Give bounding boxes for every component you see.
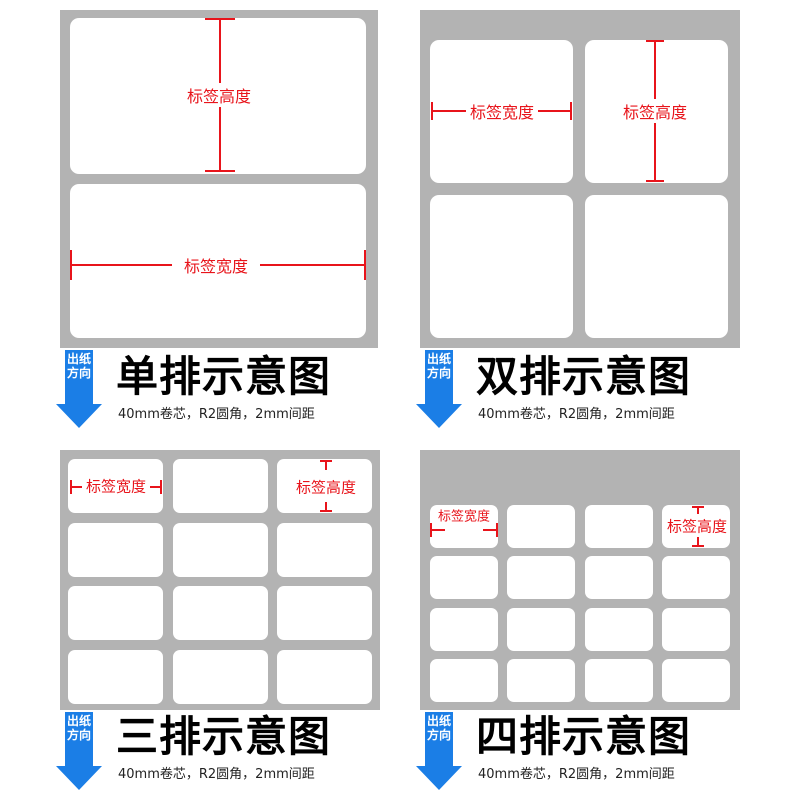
spec-text: 40mm卷芯，R2圆角，2mm间距 bbox=[478, 407, 675, 422]
paper-direction-arrow-icon: 出纸方向 bbox=[56, 712, 102, 792]
arrow-text: 出纸方向 bbox=[66, 714, 91, 742]
label bbox=[662, 556, 730, 599]
height-label: 标签高度 bbox=[295, 478, 357, 497]
spec-text: 40mm卷芯，R2圆角，2mm间距 bbox=[118, 407, 315, 422]
width-cap bbox=[364, 250, 366, 280]
height-cap bbox=[320, 460, 332, 462]
paper-direction-arrow-icon: 出纸方向 bbox=[416, 350, 462, 430]
height-cap bbox=[205, 18, 235, 20]
label bbox=[68, 586, 163, 640]
label bbox=[507, 659, 575, 702]
label bbox=[277, 523, 372, 577]
label bbox=[430, 556, 498, 599]
width-cap bbox=[570, 102, 572, 120]
label bbox=[430, 505, 498, 548]
label bbox=[585, 505, 653, 548]
height-cap bbox=[205, 170, 235, 172]
label bbox=[68, 459, 163, 513]
width-cap bbox=[430, 523, 432, 537]
height-label: 标签高度 bbox=[182, 83, 256, 107]
label bbox=[277, 650, 372, 704]
width-cap bbox=[70, 250, 72, 280]
width-cap bbox=[496, 523, 498, 537]
label bbox=[173, 650, 268, 704]
label bbox=[430, 608, 498, 651]
label bbox=[662, 608, 730, 651]
height-line bbox=[697, 506, 699, 514]
label bbox=[173, 523, 268, 577]
spec-text: 40mm卷芯，R2圆角，2mm间距 bbox=[118, 767, 315, 782]
height-cap bbox=[646, 40, 664, 42]
label bbox=[585, 556, 653, 599]
height-cap bbox=[320, 510, 332, 512]
width-line bbox=[431, 529, 445, 531]
label bbox=[585, 659, 653, 702]
label bbox=[662, 505, 730, 548]
width-line bbox=[483, 529, 497, 531]
width-line bbox=[150, 486, 162, 488]
height-label: 标签高度 bbox=[666, 517, 728, 536]
label bbox=[585, 195, 728, 338]
label bbox=[173, 459, 268, 513]
panel-title: 单排示意图 bbox=[116, 352, 332, 401]
label bbox=[585, 608, 653, 651]
label bbox=[277, 586, 372, 640]
label bbox=[68, 650, 163, 704]
width-label: 标签宽度 bbox=[465, 99, 539, 123]
label bbox=[430, 195, 573, 338]
label bbox=[173, 586, 268, 640]
width-cap bbox=[160, 480, 162, 494]
width-line bbox=[70, 486, 82, 488]
panel-title: 三排示意图 bbox=[116, 712, 332, 761]
label bbox=[68, 523, 163, 577]
label bbox=[507, 505, 575, 548]
paper-direction-arrow-icon: 出纸方向 bbox=[56, 350, 102, 430]
width-cap bbox=[431, 102, 433, 120]
height-cap bbox=[692, 545, 704, 547]
height-cap bbox=[646, 180, 664, 182]
arrow-text: 出纸方向 bbox=[66, 352, 91, 380]
height-line bbox=[325, 460, 327, 470]
arrow-text: 出纸方向 bbox=[426, 352, 451, 380]
label bbox=[430, 659, 498, 702]
width-cap bbox=[70, 480, 72, 494]
spec-text: 40mm卷芯，R2圆角，2mm间距 bbox=[478, 767, 675, 782]
width-label: 标签宽度 bbox=[85, 477, 147, 496]
height-label: 标签高度 bbox=[618, 99, 692, 123]
width-label: 标签宽度 bbox=[171, 253, 261, 277]
width-label: 标签宽度 bbox=[437, 509, 491, 525]
label bbox=[507, 608, 575, 651]
panel-title: 双排示意图 bbox=[476, 352, 692, 401]
panel-title: 四排示意图 bbox=[476, 712, 692, 761]
height-line bbox=[325, 502, 327, 512]
height-cap bbox=[692, 506, 704, 508]
height-line bbox=[697, 537, 699, 546]
label bbox=[507, 556, 575, 599]
label bbox=[662, 659, 730, 702]
label bbox=[277, 459, 372, 513]
paper-direction-arrow-icon: 出纸方向 bbox=[416, 712, 462, 792]
arrow-text: 出纸方向 bbox=[426, 714, 451, 742]
